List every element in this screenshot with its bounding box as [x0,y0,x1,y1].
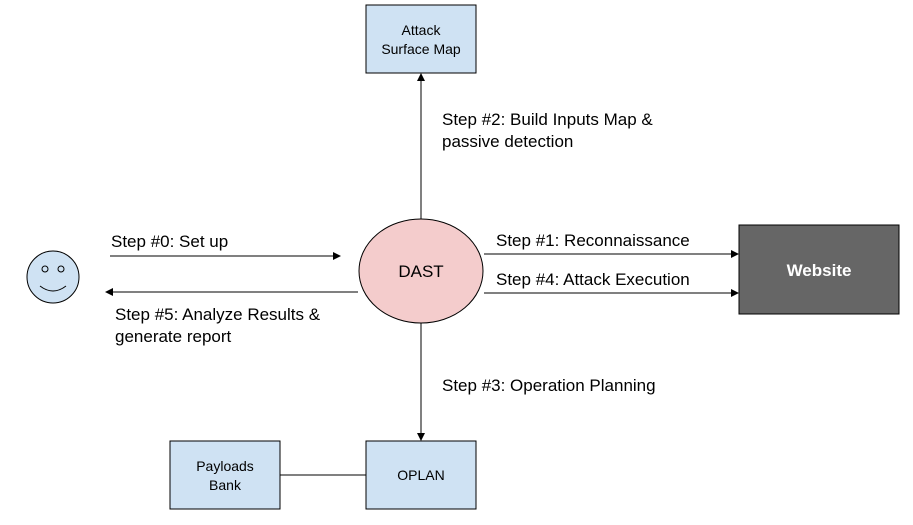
step1-label: Step #1: Reconnaissance [496,231,690,250]
dast-label: DAST [398,262,443,281]
step0-label: Step #0: Set up [111,232,228,251]
step5-label-line2: generate report [115,327,232,346]
user-smiley-icon [26,250,80,304]
attack-surface-map-node: Attack Surface Map [365,4,477,74]
step2-label-line2: passive detection [442,132,573,151]
payloads-bank-label-line2: Bank [209,477,242,493]
oplan-label: OPLAN [397,467,444,483]
step5-label-line1: Step #5: Analyze Results & [115,305,321,324]
step4-label: Step #4: Attack Execution [496,270,690,289]
step2-label-line1: Step #2: Build Inputs Map & [442,110,653,129]
payloads-bank-label-line1: Payloads [196,458,254,474]
step3-label: Step #3: Operation Planning [442,376,656,395]
website-node: Website [738,224,900,315]
oplan-node: OPLAN [365,440,477,510]
dast-node: DAST [358,218,484,324]
attack-surface-map-label-line2: Surface Map [381,41,461,57]
attack-surface-map-label-line1: Attack [402,22,442,38]
website-label: Website [787,261,852,280]
payloads-bank-node: Payloads Bank [169,440,281,510]
